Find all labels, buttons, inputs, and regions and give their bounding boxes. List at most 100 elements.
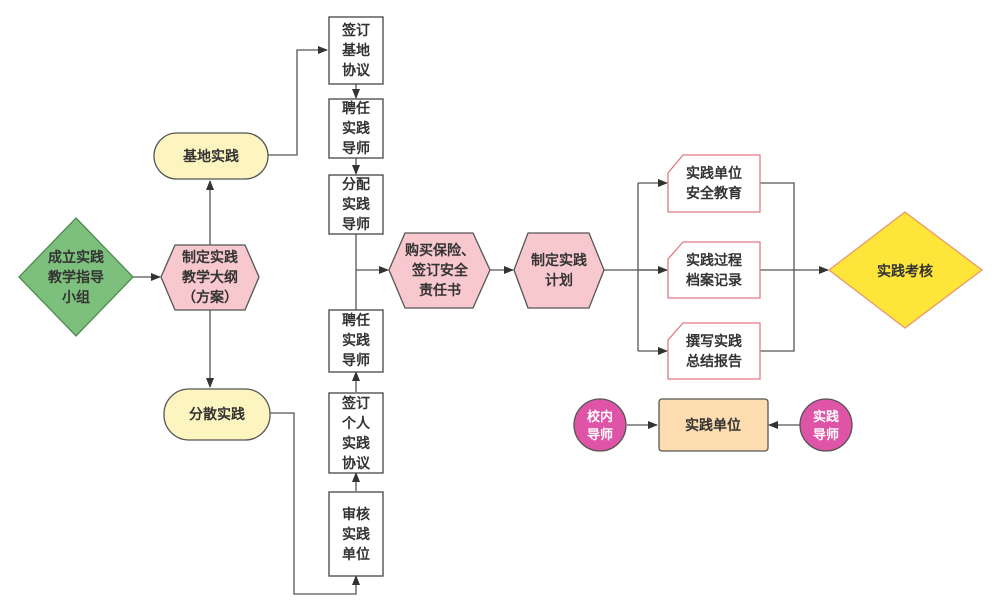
label-line: 校内 [587,409,613,425]
label-line: 单位 [342,546,370,563]
node-insurance[interactable]: 购买保险、签订安全责任书 [388,232,491,309]
label-line: 制定实践 [531,252,587,269]
node-review-unit[interactable]: 审核实践单位 [328,491,384,577]
label-line: 分散实践 [189,406,245,423]
label-line: 基地实践 [183,148,239,165]
terminator-shape [163,388,271,441]
node-text: 撰写实践总结报告 [686,333,742,370]
node-text: 制定实践教学大纲 （方案） [182,249,238,306]
node-safety-education[interactable]: 实践单位安全教育 [667,154,761,213]
node-text: 聘任实践导师 [342,312,370,369]
label-line: 实践过程 [686,252,742,269]
label-line: 教学大纲 [182,269,238,286]
node-sign-personal-agreement[interactable]: 签订个人实践协议 [328,392,384,474]
node-outline[interactable]: 制定实践教学大纲 （方案） [160,244,260,311]
node-text: 成立实践教学指导小组 [48,249,104,306]
label-line: 实践 [813,409,839,425]
node-text: 签订基地协议 [341,22,371,79]
label-line: 计划 [545,272,573,289]
label-line: 导师 [813,427,839,443]
label-line: 基地 [342,42,370,59]
label-line: 成立实践 [48,249,104,266]
circle-shape [573,398,627,452]
label-line: 实践 [342,196,370,213]
label-line: 实践单位 [685,417,741,434]
process-shape [328,174,384,235]
diamond-shape [827,211,984,329]
node-assessment[interactable]: 实践考核 [827,211,984,329]
diamond-shape [18,217,134,337]
node-practice-mentor[interactable]: 实践导师 [799,398,853,452]
label-line: 个人 [341,415,371,432]
label-line: 签订安全 [411,262,469,279]
process-shape [328,98,384,159]
label-line: 签订 [341,395,370,412]
node-practice-unit[interactable]: 实践单位 [658,398,769,452]
label-line: 教学指导 [48,269,104,286]
label-line: （方案） [182,289,238,306]
edges [133,46,829,595]
node-text: 购买保险、签订安全责任书 [405,242,475,299]
node-text: 实践过程档案记录 [686,252,742,289]
node-plan[interactable]: 制定实践计划 [513,232,605,309]
node-text: 分散实践 [189,406,245,423]
edge-dispersed-to-review [270,412,360,595]
node-dispersed-practice[interactable]: 分散实践 [163,388,271,441]
label-line: 安全教育 [686,185,742,202]
node-text: 实践单位 [685,417,741,434]
label-line: 导师 [342,140,370,157]
node-start[interactable]: 成立实践教学指导小组 [18,217,134,337]
label-line: 撰写实践 [686,333,742,350]
process-shape [328,16,384,85]
label-line: 实践单位 [686,165,742,182]
label-line: 责任书 [419,282,461,299]
label-line: 分配 [342,177,370,193]
process-shape [328,491,384,577]
node-text: 基地实践 [183,148,239,165]
node-hire-mentor-bottom[interactable]: 聘任实践导师 [328,309,384,373]
hexagon-shape [513,232,605,309]
node-sign-base-agreement[interactable]: 签订基地协议 [328,16,384,85]
label-line: 实践 [342,526,370,543]
node-campus-mentor[interactable]: 校内导师 [573,398,627,452]
process-shape [658,398,769,452]
node-text: 实践考核 [877,263,933,280]
card-shape [667,241,761,299]
node-base-practice[interactable]: 基地实践 [153,132,269,180]
label-line: 购买保险、 [405,242,475,259]
label-line: 导师 [342,352,370,369]
label-line: 实践考核 [877,263,933,280]
node-text: 实践单位安全教育 [686,165,742,202]
hexagon-shape [388,232,491,309]
label-line: 协议 [342,455,371,472]
node-text: 签订个人实践协议 [341,395,371,472]
edge-safety-out [760,182,795,352]
label-line: 档案记录 [686,272,742,289]
node-assign-mentor[interactable]: 分配实践导师 [328,174,384,235]
card-shape [667,322,761,380]
process-shape [328,392,384,474]
node-hire-mentor-top[interactable]: 聘任实践导师 [328,98,384,159]
label-line: 总结报告 [686,353,742,370]
label-line: 审核 [342,506,370,523]
label-line: 导师 [587,427,613,443]
label-line: 小组 [62,289,90,306]
node-text: 校内导师 [587,409,613,443]
circle-shape [799,398,853,452]
terminator-shape [153,132,269,180]
node-text: 聘任实践导师 [342,100,370,157]
label-line: 实践 [342,435,370,452]
label-line: 聘任 [342,100,370,117]
node-process-record[interactable]: 实践过程档案记录 [667,241,761,299]
node-text: 实践导师 [813,409,839,443]
node-text: 制定实践计划 [531,252,587,289]
process-shape [328,309,384,373]
label-line: 协议 [342,62,371,79]
label-line: 制定实践 [182,249,238,266]
node-summary-report[interactable]: 撰写实践总结报告 [667,322,761,380]
label-line: 聘任 [342,312,370,329]
label-line: 导师 [342,216,370,233]
node-text: 分配实践导师 [342,177,370,233]
card-shape [667,154,761,213]
